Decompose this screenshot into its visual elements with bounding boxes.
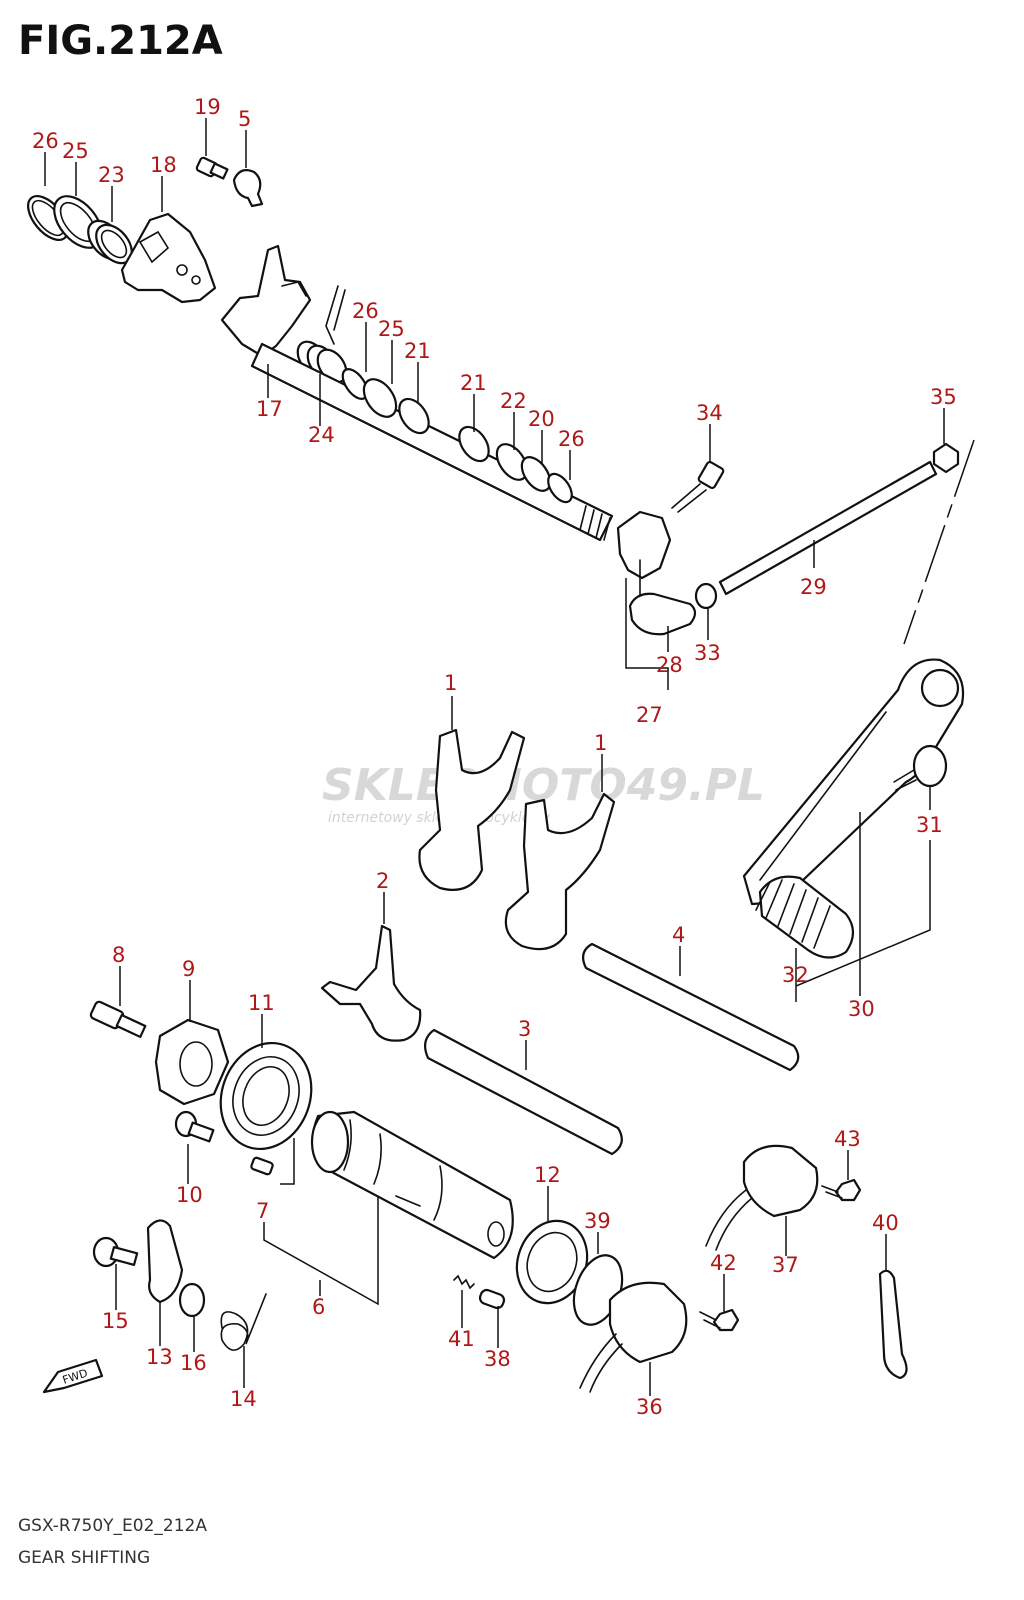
bolt-19-part	[195, 156, 229, 180]
callout-21a: 21	[404, 339, 431, 363]
bearing-11-part	[219, 1041, 313, 1151]
bolt-10-part	[174, 1110, 215, 1143]
callout-2: 2	[376, 869, 389, 893]
pin-8-part	[89, 1000, 147, 1039]
shift-fork-2-part	[320, 924, 422, 1042]
bolt-42-part	[699, 1308, 740, 1332]
bushing-21b-part	[458, 425, 490, 463]
clamp-36-part	[579, 1281, 688, 1393]
callout-27: 27	[636, 703, 663, 727]
callout-4: 4	[672, 923, 685, 947]
callout-38: 38	[484, 1347, 511, 1371]
callout-30: 30	[848, 997, 875, 1021]
shaft-spline	[579, 505, 611, 541]
callout-28: 28	[656, 653, 683, 677]
fork-shaft-3-part	[423, 1028, 623, 1156]
callout-43: 43	[834, 1127, 861, 1151]
callout-37: 37	[772, 1253, 799, 1277]
shift-fork-1b-part	[504, 792, 616, 951]
tie-rod-29-part	[718, 460, 938, 596]
circlip-26c-part	[547, 472, 573, 504]
rubber-32-part	[755, 875, 855, 959]
shaft-arm-17-part	[220, 244, 312, 358]
callout-1b: 1	[594, 731, 607, 755]
callout-19: 19	[194, 95, 221, 119]
nut-35-part	[932, 442, 960, 474]
model-code: GSX-R750Y_E02_212A	[18, 1516, 207, 1536]
callout-9: 9	[182, 957, 195, 981]
nut-33-part	[694, 582, 718, 610]
washer-25b-part	[362, 378, 398, 418]
callout-18: 18	[150, 153, 177, 177]
callout-11: 11	[248, 991, 275, 1015]
shift-shaft-body	[250, 342, 614, 542]
shift-shaft-assembly	[27, 156, 960, 636]
shift-drum-6-part	[310, 1110, 514, 1260]
callout-34: 34	[696, 401, 723, 425]
callout-39: 39	[584, 1209, 611, 1233]
callout-16: 16	[180, 1351, 207, 1375]
oil-seal-23-part	[87, 219, 133, 265]
washer-16-part	[178, 1282, 206, 1318]
bolt-43-part	[821, 1178, 862, 1202]
stopper-9-part	[154, 1018, 230, 1106]
callout-41: 41	[448, 1327, 475, 1351]
callout-13: 13	[146, 1345, 173, 1369]
callout-1a: 1	[444, 671, 457, 695]
bolt-34-part	[671, 460, 725, 513]
fork-shaft-4-part	[581, 942, 800, 1072]
pin-38-part	[478, 1288, 506, 1310]
callout-12: 12	[534, 1163, 561, 1187]
callout-42: 42	[710, 1251, 737, 1275]
lever-13-part	[146, 1219, 184, 1304]
shift-plate-18-part	[120, 212, 217, 304]
callout-6: 6	[312, 1295, 325, 1319]
washer-20-part	[520, 456, 552, 492]
shift-lever-27-part	[616, 510, 672, 580]
pin-7-part	[250, 1156, 274, 1176]
callout-7: 7	[256, 1199, 269, 1223]
callout-15: 15	[102, 1309, 129, 1333]
callout-21b: 21	[460, 371, 487, 395]
forward-arrow-icon: FWD	[42, 1358, 104, 1394]
callout-20: 20	[528, 407, 555, 431]
callout-24: 24	[308, 423, 335, 447]
callout-8: 8	[112, 943, 125, 967]
clamp-37-part	[705, 1144, 819, 1251]
diagram-title: GEAR SHIFTING	[18, 1548, 151, 1568]
callout-32: 32	[782, 963, 809, 987]
spring-14-part	[220, 1293, 267, 1351]
figure-title: FIG.212A	[18, 18, 223, 64]
callout-22: 22	[500, 389, 527, 413]
callout-35: 35	[930, 385, 957, 409]
shift-fork-1a-part	[418, 728, 526, 891]
callout-17: 17	[256, 397, 283, 421]
callout-25: 25	[62, 139, 89, 163]
callout-14: 14	[230, 1387, 257, 1411]
callout-25b: 25	[378, 317, 405, 341]
pedal-30-part	[742, 658, 965, 906]
callout-40: 40	[872, 1211, 899, 1235]
spring-41-part	[453, 1274, 475, 1290]
callout-26c: 26	[558, 427, 585, 451]
callout-26b: 26	[352, 299, 379, 323]
callout-36: 36	[636, 1395, 663, 1419]
callout-31: 31	[916, 813, 943, 837]
callout-3: 3	[518, 1017, 531, 1041]
callout-10: 10	[176, 1183, 203, 1207]
washer-5-part	[232, 169, 264, 208]
callout-23: 23	[98, 163, 125, 187]
callout-labels: 26 25 23 18 19 5 17 24 26 25 21 21 22 20…	[32, 95, 957, 1419]
callout-5: 5	[238, 107, 251, 131]
seal-22-part	[495, 443, 529, 481]
strap-40-part	[878, 1269, 908, 1380]
callout-29: 29	[800, 575, 827, 599]
callout-26: 26	[32, 129, 59, 153]
bolt-15-part	[92, 1236, 139, 1268]
shift-pedal-assembly	[742, 439, 975, 959]
leader-lines	[44, 118, 945, 1396]
callout-33: 33	[694, 641, 721, 665]
bushing-21a-part	[398, 397, 430, 435]
